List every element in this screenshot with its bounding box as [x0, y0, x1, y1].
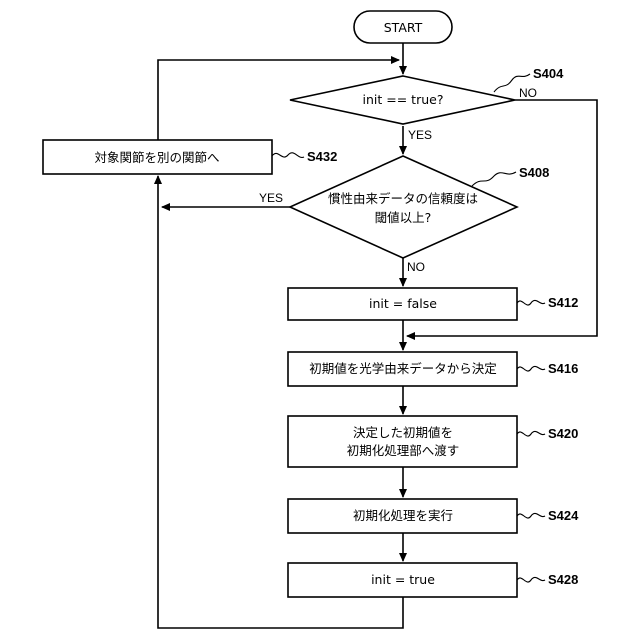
leader-s408: [472, 172, 516, 186]
label-s408: S408: [519, 165, 549, 180]
node-d408: 慣性由来データの信頼度は 閾値以上?: [290, 156, 517, 258]
node-d404: init == true?: [290, 76, 515, 124]
s412-text: init = false: [369, 296, 437, 311]
s428-text: init = true: [371, 572, 435, 587]
d404-text: init == true?: [363, 92, 444, 107]
d404-yes-label: YES: [408, 128, 432, 142]
leader-s428: [517, 577, 545, 582]
s424-text: 初期化処理を実行: [353, 508, 453, 523]
d408-no-label: NO: [407, 260, 425, 274]
leader-s432: [272, 153, 304, 158]
node-s416: 初期値を光学由来データから決定: [288, 352, 517, 386]
label-s404: S404: [533, 66, 564, 81]
leader-s416: [517, 366, 545, 371]
node-s424: 初期化処理を実行: [288, 499, 517, 533]
node-start: START: [354, 11, 452, 43]
leader-s424: [517, 513, 545, 518]
s432-text: 対象関節を別の関節へ: [94, 150, 219, 165]
decision-d408: [290, 156, 517, 258]
node-s412: init = false: [288, 288, 517, 320]
s420-text-line2: 初期化処理部へ渡す: [347, 443, 460, 458]
node-s420: 決定した初期値を 初期化処理部へ渡す: [288, 416, 517, 467]
connectors: [158, 43, 597, 628]
label-s416: S416: [548, 361, 578, 376]
leader-s420: [517, 431, 545, 436]
label-s428: S428: [548, 572, 578, 587]
s416-text: 初期値を光学由来データから決定: [309, 361, 497, 376]
process-s420: [288, 416, 517, 467]
d408-yes-label: YES: [259, 191, 283, 205]
node-s428: init = true: [288, 563, 517, 597]
start-text: START: [384, 20, 423, 35]
d408-text-line2: 閾値以上?: [375, 210, 432, 225]
label-s424: S424: [548, 508, 579, 523]
d404-no-label: NO: [519, 86, 537, 100]
edge-s428-to-s432: [158, 176, 403, 628]
label-s432: S432: [307, 149, 337, 164]
d408-text-line1: 慣性由来データの信頼度は: [328, 191, 478, 206]
node-s432: 対象関節を別の関節へ: [43, 140, 272, 174]
s420-text-line1: 決定した初期値を: [353, 425, 453, 440]
leader-s412: [517, 300, 545, 305]
label-s420: S420: [548, 426, 578, 441]
label-s412: S412: [548, 295, 578, 310]
